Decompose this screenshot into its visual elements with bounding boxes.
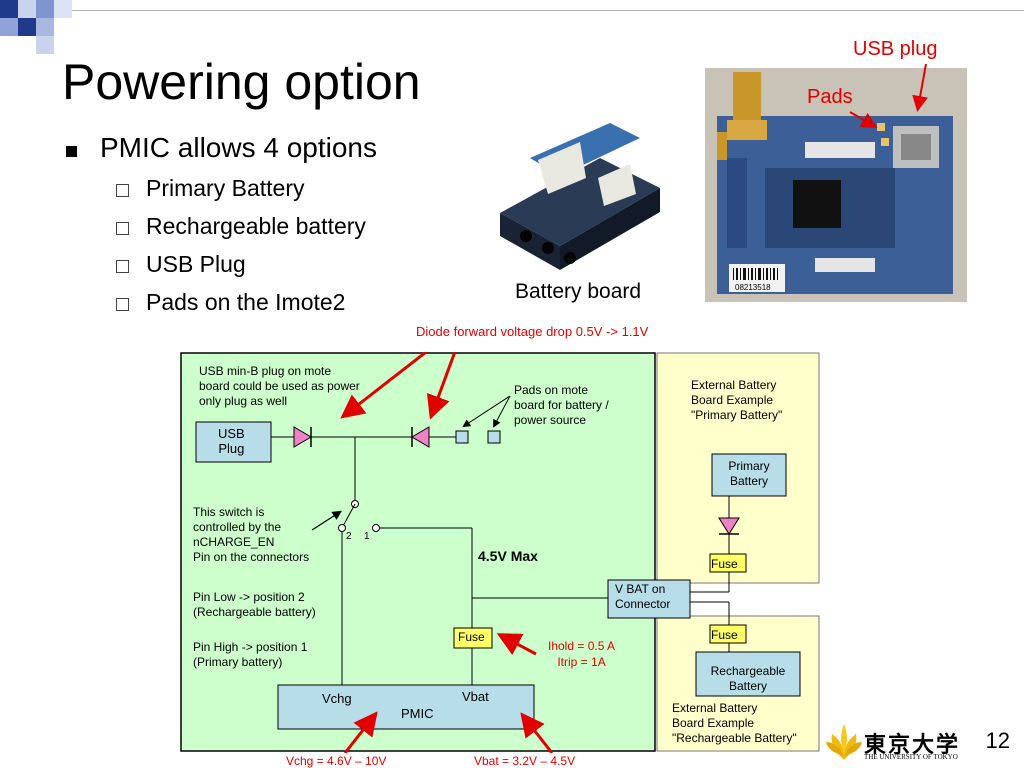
vchg-range: Vchg = 4.6V – 10V <box>286 754 387 768</box>
deco-square <box>36 18 54 36</box>
sub-bullet-text: Rechargeable battery <box>146 213 366 239</box>
pmic-label: PMIC <box>401 706 434 721</box>
board-barcode: 08213518 <box>735 283 771 292</box>
hold-note: Ihold = 0.5 A Itrip = 1A <box>548 639 616 669</box>
deco-square <box>36 0 54 18</box>
pads-note: Pads on mote board for battery / power s… <box>514 383 609 427</box>
vbat-range: Vbat = 3.2V – 4.5V <box>474 754 576 768</box>
sub-bullet-text: Pads on the Imote2 <box>146 289 346 315</box>
rechargeable-battery-box: Rechargeable Battery <box>710 664 786 693</box>
power-diagram <box>180 352 820 753</box>
deco-square <box>18 0 36 18</box>
main-bullet-text: PMIC allows 4 options <box>100 132 378 163</box>
ext-recharge-title: External Battery Board Example "Recharge… <box>672 701 797 745</box>
deco-square <box>54 0 72 18</box>
battery-board-caption: Battery board <box>515 280 642 303</box>
bullet-marker <box>66 146 77 157</box>
deco-square <box>18 18 36 36</box>
switch-note: This switch is controlled by the nCHARGE… <box>193 505 310 564</box>
slide-number: 12 <box>985 728 1010 753</box>
usb-box-label: USB Plug <box>218 426 245 456</box>
primary-fuse-label: Fuse <box>711 557 738 571</box>
logo-name-jp: 東京大学 <box>864 732 961 758</box>
vbat-label: Vbat <box>462 689 489 704</box>
max-voltage-label: 4.5V Max <box>478 548 538 564</box>
fuse-label: Fuse <box>458 630 485 644</box>
switch-pos-1: 1 <box>364 531 370 542</box>
deco-square <box>36 36 54 54</box>
sub-bullet-text: Primary Battery <box>146 175 305 201</box>
deco-square <box>0 0 18 18</box>
usb-plug-label: USB plug <box>853 38 938 60</box>
pads-label: Pads <box>807 86 853 108</box>
sub-bullet-marker <box>116 184 129 197</box>
vbat-connector-label: V BAT on Connector <box>615 582 671 611</box>
sub-bullet-text: USB Plug <box>146 251 246 277</box>
pin-high-note: Pin High -> position 1 (Primary battery) <box>193 640 308 669</box>
header-divider-line <box>0 10 1024 11</box>
pin-low-note: Pin Low -> position 2 (Rechargeable batt… <box>193 590 316 619</box>
usb-note: USB min-B plug on mote board could be us… <box>199 364 360 408</box>
university-logo-icon <box>826 724 862 760</box>
switch-pos-2: 2 <box>346 531 352 542</box>
sub-bullet-marker <box>116 260 129 273</box>
recharge-fuse-label: Fuse <box>711 628 738 642</box>
diode-note: Diode forward voltage drop 0.5V -> 1.1V <box>416 324 649 339</box>
sub-bullet-marker <box>116 222 129 235</box>
battery-board-photo <box>500 123 660 270</box>
slide-title: Powering option <box>62 54 421 110</box>
vchg-label: Vchg <box>322 691 352 706</box>
sub-bullet-marker <box>116 298 129 311</box>
logo-name-en: THE UNIVERSITY OF TOKYO <box>864 753 958 761</box>
ext-primary-title: External Battery Board Example "Primary … <box>691 378 783 422</box>
primary-battery-box: Primary Battery <box>728 459 770 488</box>
deco-square <box>0 18 18 36</box>
